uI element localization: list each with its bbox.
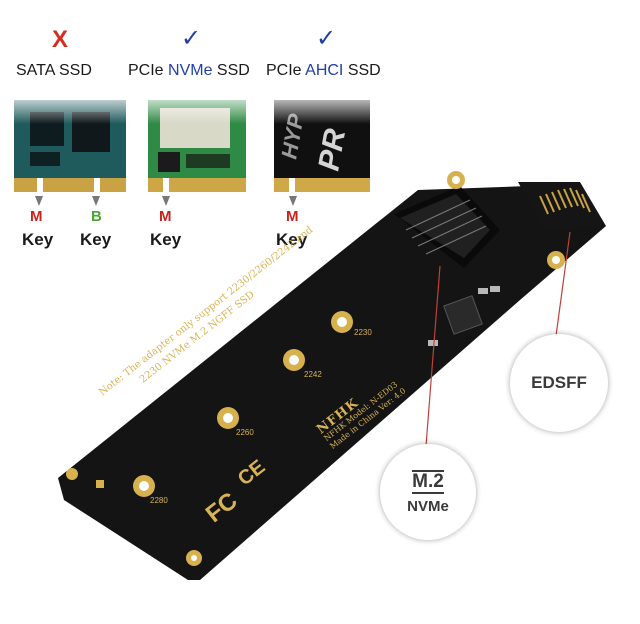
label-part: PCIe: [128, 62, 169, 79]
mounting-holes: [66, 171, 565, 566]
edsff-callout: EDSFF: [510, 334, 608, 432]
key-letter: B: [91, 208, 102, 225]
m2-label: M.2: [412, 469, 444, 494]
label-part: PCIe: [266, 62, 306, 79]
edsff-pointer-line: [555, 231, 571, 337]
key-arrows: [35, 196, 297, 206]
compatible-check-mark: ✓: [316, 25, 337, 52]
m2-nvme-callout: M.2 NVMe: [380, 444, 476, 540]
ssd-label-pcie-ahci: PCIe AHCI SSD: [266, 62, 381, 80]
compatible-check-mark: ✓: [181, 25, 202, 52]
pcb-body: [58, 186, 606, 580]
svg-text:PR: PR: [312, 126, 352, 173]
edsff-gold-fingers: [539, 187, 591, 215]
key-letter: M: [286, 208, 299, 225]
key-letter: M: [30, 208, 43, 225]
m2-pointer-line: [425, 265, 441, 447]
nvme-label: NVMe: [407, 497, 449, 515]
hole-label-2242: 2242: [304, 370, 322, 379]
ssd-label-pcie-nvme: PCIe NVMe SSD: [128, 62, 250, 80]
key-letter: M: [159, 208, 172, 225]
edsff-label: EDSFF: [531, 373, 587, 392]
key-word: Key: [276, 230, 308, 249]
key-word: Key: [150, 230, 182, 249]
incompatible-x-mark: X: [52, 26, 69, 53]
hole-label-2230: 2230: [354, 328, 372, 337]
key-word: Key: [22, 230, 54, 249]
label-part-highlight: NVMe: [168, 62, 213, 79]
label-part: SSD: [212, 62, 250, 79]
key-word: Key: [80, 230, 112, 249]
hole-label-2260: 2260: [236, 428, 254, 437]
hole-label-2280: 2280: [150, 496, 168, 505]
ssd-label-sata: SATA SSD: [16, 62, 92, 79]
chip: [443, 295, 483, 335]
edsff-edge: [518, 182, 606, 230]
label-part-highlight: AHCI: [305, 62, 344, 79]
label-part: SSD: [343, 62, 381, 79]
